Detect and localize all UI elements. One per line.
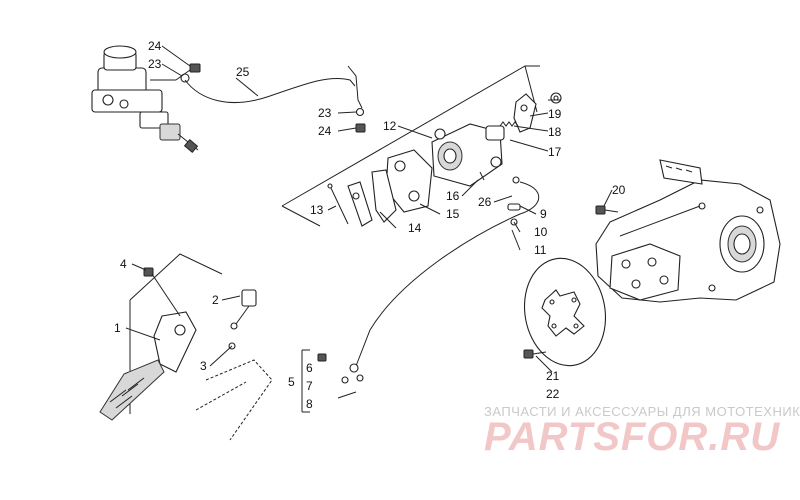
rear-gearcase [595,159,781,303]
disc-mounting-bolt [523,349,547,359]
master-cylinder [91,45,199,153]
hand-brake-lever [99,311,197,421]
parking-brake-cable [355,181,540,367]
callout-15: 15 [446,207,460,221]
watermark-brand: PARTSFOR.RU [484,415,780,459]
callout-11: 11 [534,243,547,257]
callout-2: 2 [212,293,219,307]
callout-21: 21 [546,369,560,383]
callout-1: 1 [114,321,121,335]
callout-4: 4 [120,257,127,271]
brake-disc [523,257,607,367]
watermark-tagline: ЗАПЧАСТИ И АКСЕССУАРЫ ДЛЯ МОТОТЕХНИКИ [484,404,800,419]
brake-light-switch [230,289,257,330]
callout-23-lower: 23 [318,106,332,120]
brake-caliper [431,123,505,187]
callout-7: 7 [306,379,313,393]
callout-12: 12 [383,119,397,133]
bleeder-screw [479,171,485,181]
brake-hose [184,77,356,103]
callout-25: 25 [236,65,250,79]
banjo-bolt-lower [355,107,366,133]
callout-17: 17 [548,145,562,159]
handlebar-bracket [195,359,273,441]
leader-lines [125,45,613,373]
callout-3: 3 [200,359,207,373]
callout-9: 9 [540,207,547,221]
lever-pivot-bolt [143,267,181,317]
brake-pad-outer [347,181,373,227]
pad-retainer-pin [327,183,349,225]
callout-5: 5 [288,375,295,389]
callout-8: 8 [306,397,313,411]
cable-end [349,363,364,382]
cable-clevis [507,176,521,226]
callout-19: 19 [548,107,562,121]
cable-hardware-group [301,349,357,413]
callout-22: 22 [546,387,560,401]
callout-26: 26 [478,195,492,209]
callout-13: 13 [310,203,324,217]
brake-pad-inner [371,169,397,223]
lever-nut [550,92,562,104]
gearcase-bolt [595,205,619,215]
callout-labels: 24 23 25 23 24 12 19 18 17 13 14 15 16 2… [114,39,626,411]
callout-24-lower: 24 [318,124,332,138]
callout-6: 6 [306,361,313,375]
banjo-bolt-upper [175,63,201,83]
callout-18: 18 [548,125,562,139]
callout-16: 16 [446,189,460,203]
watermark: ЗАПЧАСТИ И АКСЕССУАРЫ ДЛЯ МОТОТЕХНИКИ PA… [484,404,800,459]
callout-10: 10 [534,225,548,239]
callout-20: 20 [612,183,626,197]
callout-23-upper: 23 [148,57,162,71]
callout-24-upper: 24 [148,39,162,53]
return-spring [499,121,519,127]
callout-14: 14 [408,221,422,235]
